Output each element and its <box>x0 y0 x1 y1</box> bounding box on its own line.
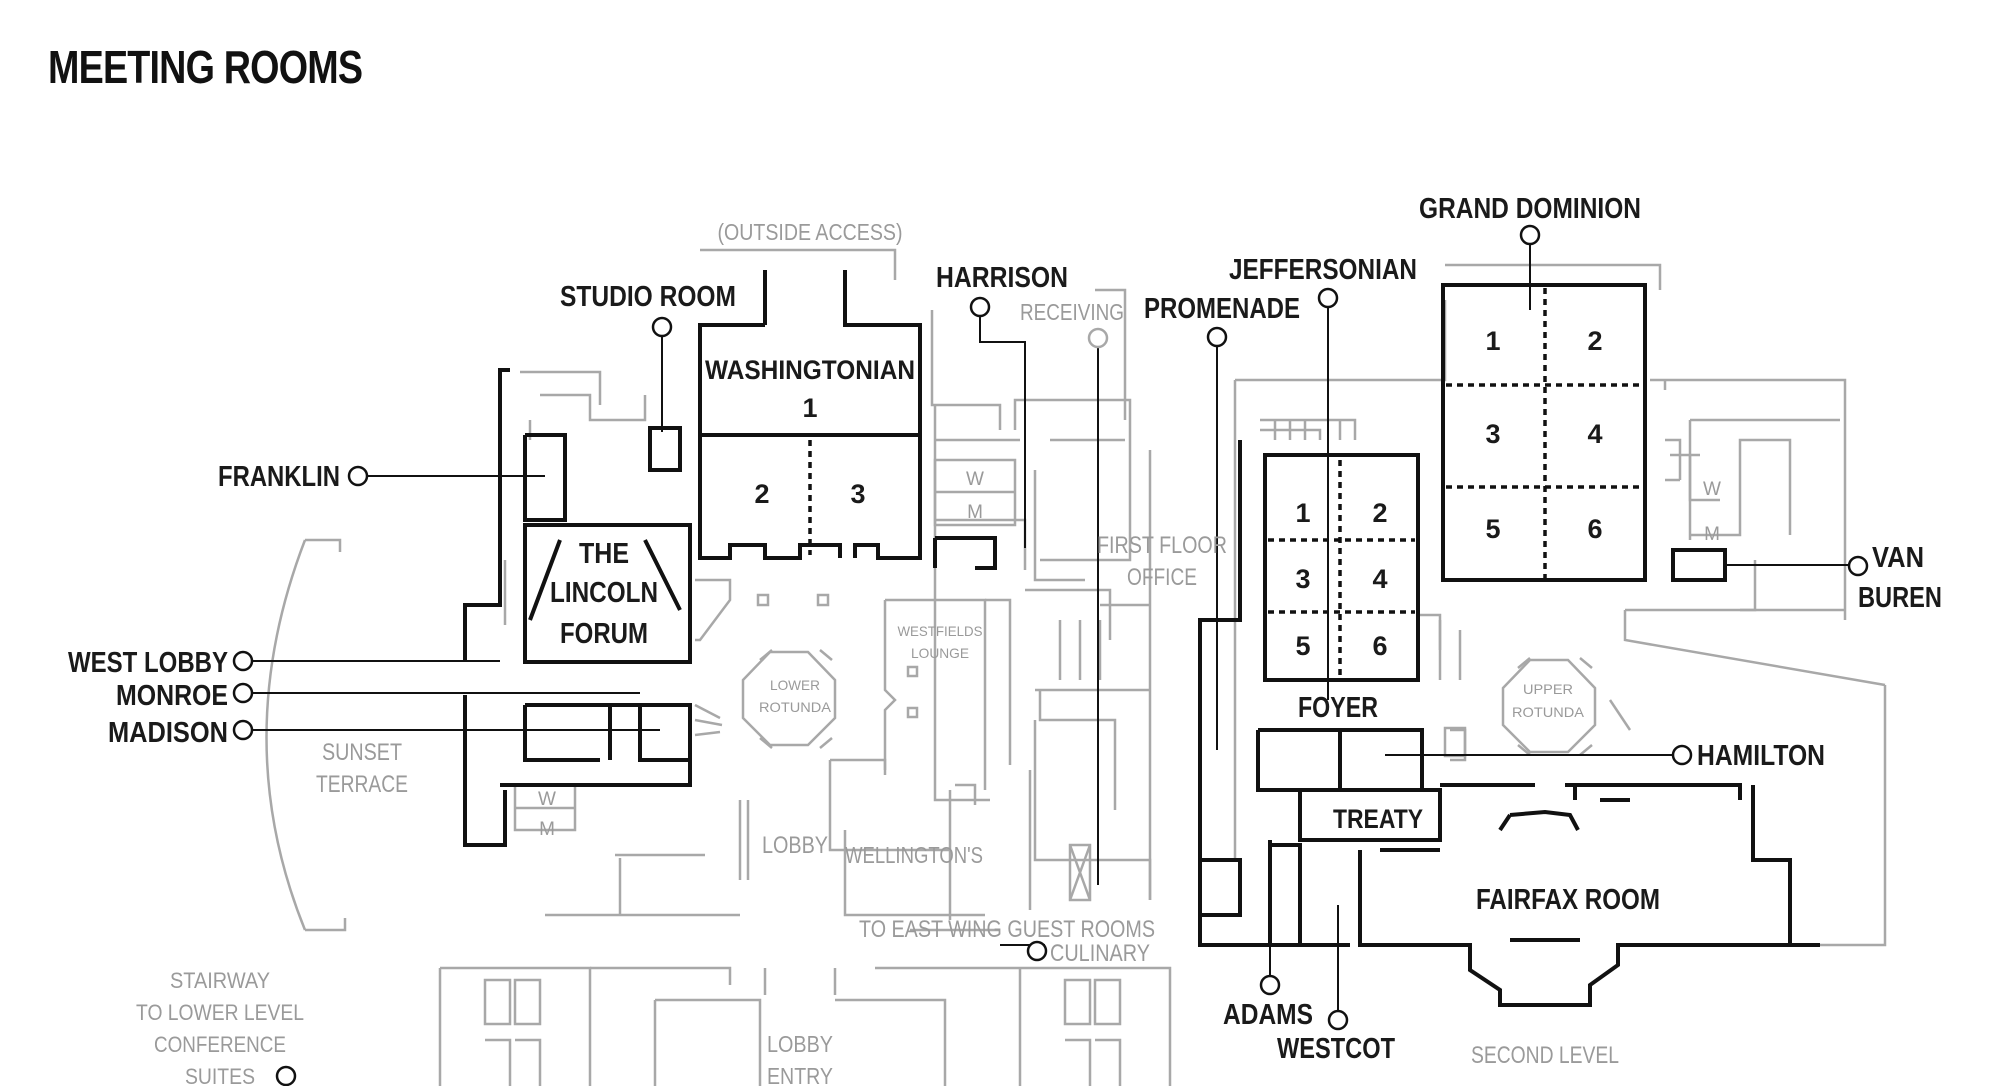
grand-dominion-room-4[interactable]: 4 <box>1587 419 1602 449</box>
adams-label[interactable]: ADAMS <box>1223 999 1313 1031</box>
grand-dominion-room-3[interactable]: 3 <box>1485 419 1500 449</box>
lincoln-forum-label-3[interactable]: FORUM <box>560 618 648 650</box>
monroe-marker[interactable] <box>232 682 254 704</box>
franklin-marker[interactable] <box>347 465 369 487</box>
grand-dominion-label[interactable]: GRAND DOMINION <box>1419 193 1641 225</box>
hamilton-marker[interactable] <box>1671 744 1693 766</box>
adams-marker[interactable] <box>1259 974 1281 996</box>
room-partitions <box>808 288 1642 680</box>
lobby-label: LOBBY <box>762 832 828 859</box>
studio-room-label[interactable]: STUDIO ROOM <box>560 281 736 313</box>
foyer-label[interactable]: FOYER <box>1298 692 1378 724</box>
grey-markers <box>1087 327 1109 349</box>
to-east-wing-label: TO EAST WING GUEST ROOMS <box>859 916 1155 943</box>
stairway-label-3: CONFERENCE <box>154 1032 286 1057</box>
van-buren-label-1[interactable]: VAN <box>1872 542 1924 574</box>
treaty-label[interactable]: TREATY <box>1333 804 1423 834</box>
fairfax-room-label[interactable]: FAIRFAX ROOM <box>1476 884 1660 916</box>
van-buren-label-2[interactable]: BUREN <box>1858 582 1942 614</box>
sunset-terrace-label-2: TERRACE <box>316 771 408 798</box>
jeffersonian-room-1[interactable]: 1 <box>1295 498 1310 528</box>
stairway-label-4: SUITES <box>185 1064 255 1086</box>
page-title: MEETING ROOMS <box>48 41 363 93</box>
grand-dominion-room-1[interactable]: 1 <box>1485 326 1500 356</box>
lincoln-forum-label-1[interactable]: THE <box>579 538 629 570</box>
wellingtons-label: WELLINGTON'S <box>845 842 983 868</box>
grand-dominion-room-5[interactable]: 5 <box>1485 514 1500 544</box>
restroom-w-center: W <box>966 469 984 490</box>
westcot-label[interactable]: WESTCOT <box>1277 1033 1395 1065</box>
westcot-marker[interactable] <box>1327 1009 1349 1031</box>
sunset-terrace-label-1: SUNSET <box>322 739 402 766</box>
label-leaders <box>245 242 1850 1010</box>
westfields-lounge-label-1: WESTFIELDS <box>898 623 983 639</box>
washingtonian-label[interactable]: WASHINGTONIAN <box>705 355 915 385</box>
second-level-label: SECOND LEVEL <box>1471 1042 1619 1069</box>
culinary-marker[interactable] <box>1026 940 1048 962</box>
washingtonian-room-3[interactable]: 3 <box>850 479 865 509</box>
receiving-marker <box>1087 327 1109 349</box>
harrison-label[interactable]: HARRISON <box>936 262 1068 294</box>
stairway-label-2: TO LOWER LEVEL <box>136 1000 304 1025</box>
first-floor-office-label-2: OFFICE <box>1127 564 1197 591</box>
jeffersonian-marker[interactable] <box>1317 287 1339 309</box>
harrison-marker[interactable] <box>969 296 991 318</box>
restroom-m-right: M <box>1704 524 1720 545</box>
restroom-w-left: W <box>538 789 556 810</box>
promenade-marker[interactable] <box>1206 326 1228 348</box>
van-buren-marker[interactable] <box>1847 555 1869 577</box>
upper-rotunda-label-1: UPPER <box>1523 681 1573 697</box>
hamilton-label[interactable]: HAMILTON <box>1697 740 1825 772</box>
grand-dominion-room-6[interactable]: 6 <box>1587 514 1602 544</box>
stairway-label-1: STAIRWAY <box>170 968 270 993</box>
monroe-label[interactable]: MONROE <box>116 680 228 712</box>
washingtonian-room-1[interactable]: 1 <box>802 393 817 423</box>
grand-dominion-room-2[interactable]: 2 <box>1587 326 1602 356</box>
washingtonian-room-2[interactable]: 2 <box>754 479 769 509</box>
restroom-w-right: W <box>1703 479 1721 500</box>
upper-rotunda-label-2: ROTUNDA <box>1512 704 1585 720</box>
lobby-entry-label-2: ENTRY <box>767 1063 833 1086</box>
restroom-m-center: M <box>967 502 983 523</box>
madison-label[interactable]: MADISON <box>108 717 228 749</box>
west-lobby-marker[interactable] <box>232 650 254 672</box>
jeffersonian-label[interactable]: JEFFERSONIAN <box>1229 254 1417 286</box>
jeffersonian-room-5[interactable]: 5 <box>1295 631 1310 661</box>
labels: (OUTSIDE ACCESS) STUDIO ROOM HARRISON RE… <box>68 193 1942 1086</box>
marker-circles <box>232 224 1869 1086</box>
lower-rotunda-label-1: LOWER <box>770 677 820 693</box>
restroom-m-left: M <box>539 819 555 840</box>
madison-marker[interactable] <box>232 719 254 741</box>
receiving-label: RECEIVING <box>1020 299 1124 325</box>
meeting-room-walls <box>463 270 1820 1007</box>
outside-access-label: (OUTSIDE ACCESS) <box>718 219 903 245</box>
first-floor-office-label-1: FIRST FLOOR <box>1097 532 1227 559</box>
jeffersonian-room-4[interactable]: 4 <box>1372 564 1387 594</box>
studio-room-marker[interactable] <box>651 316 673 338</box>
lower-rotunda-label-2: ROTUNDA <box>759 699 832 715</box>
promenade-label[interactable]: PROMENADE <box>1144 293 1300 325</box>
west-lobby-label[interactable]: WEST LOBBY <box>68 647 228 679</box>
westfields-lounge-label-2: LOUNGE <box>911 645 969 661</box>
stairway-marker[interactable] <box>275 1065 297 1086</box>
jeffersonian-room-2[interactable]: 2 <box>1372 498 1387 528</box>
culinary-label: CULINARY <box>1050 940 1150 967</box>
jeffersonian-room-6[interactable]: 6 <box>1372 631 1387 661</box>
background-walls <box>265 248 1887 1086</box>
jeffersonian-room-3[interactable]: 3 <box>1295 564 1310 594</box>
lobby-entry-label-1: LOBBY <box>767 1031 833 1057</box>
lincoln-forum-label-2[interactable]: LINCOLN <box>550 577 658 609</box>
grand-dominion-marker[interactable] <box>1519 224 1541 246</box>
franklin-label[interactable]: FRANKLIN <box>218 461 340 493</box>
